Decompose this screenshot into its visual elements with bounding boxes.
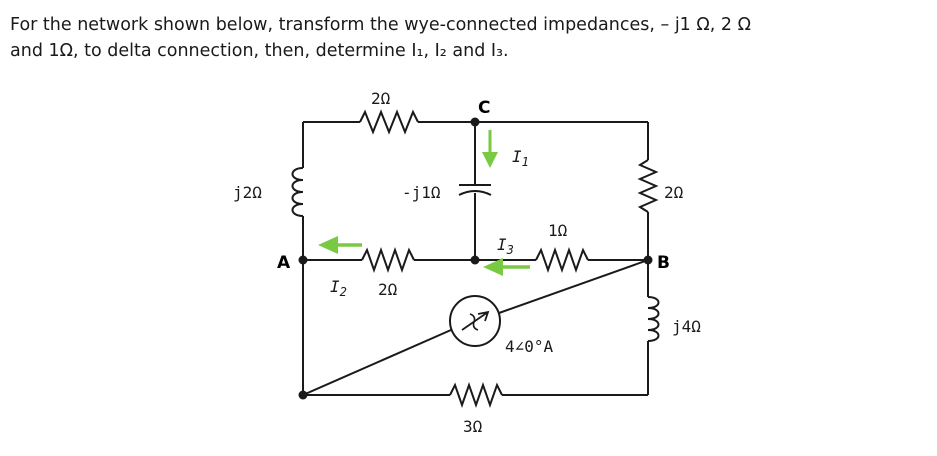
label-r-a: 2Ω <box>378 280 398 299</box>
label-i2: I2 <box>330 277 347 299</box>
node-label-b: B <box>657 253 670 273</box>
arrow-i1-icon <box>482 130 498 168</box>
junction-a <box>298 255 308 265</box>
label-l-right: j4Ω <box>672 317 701 336</box>
resistor-a <box>361 246 415 274</box>
wire-diag-lower <box>302 329 452 396</box>
label-r-top: 2Ω <box>371 89 391 108</box>
label-r-cb: 1Ω <box>548 221 568 240</box>
junction-bottom-left <box>298 390 308 400</box>
resistor-cb <box>535 246 589 274</box>
resistor-top <box>359 109 419 135</box>
label-r-right: 2Ω <box>664 183 684 202</box>
wire-diag-upper <box>498 259 649 314</box>
label-i3: I3 <box>497 235 514 257</box>
problem-line-1: For the network shown below, transform t… <box>10 15 751 35</box>
node-label-c: C <box>478 98 490 118</box>
label-i1: I1 <box>512 147 529 169</box>
problem-line-2: and 1Ω, to delta connection, then, deter… <box>10 41 509 61</box>
resistor-right <box>637 159 659 213</box>
inductor-left <box>291 167 304 217</box>
label-cap: -j1Ω <box>402 183 441 202</box>
problem-statement: For the network shown below, transform t… <box>10 12 930 64</box>
label-l-left: j2Ω <box>233 183 262 202</box>
label-r-bottom: 3Ω <box>463 417 483 436</box>
capacitor-plate-bottom <box>458 190 492 196</box>
inductor-right <box>647 296 660 342</box>
junction-mid <box>470 255 480 265</box>
label-source: 4∠0°A <box>505 337 554 356</box>
node-label-a: A <box>277 253 291 273</box>
junction-c <box>470 117 480 127</box>
arrow-i2-icon <box>318 236 362 254</box>
junction-b <box>643 255 653 265</box>
current-source <box>449 295 501 347</box>
arrow-i3-icon <box>483 258 530 276</box>
resistor-bottom <box>449 381 503 409</box>
